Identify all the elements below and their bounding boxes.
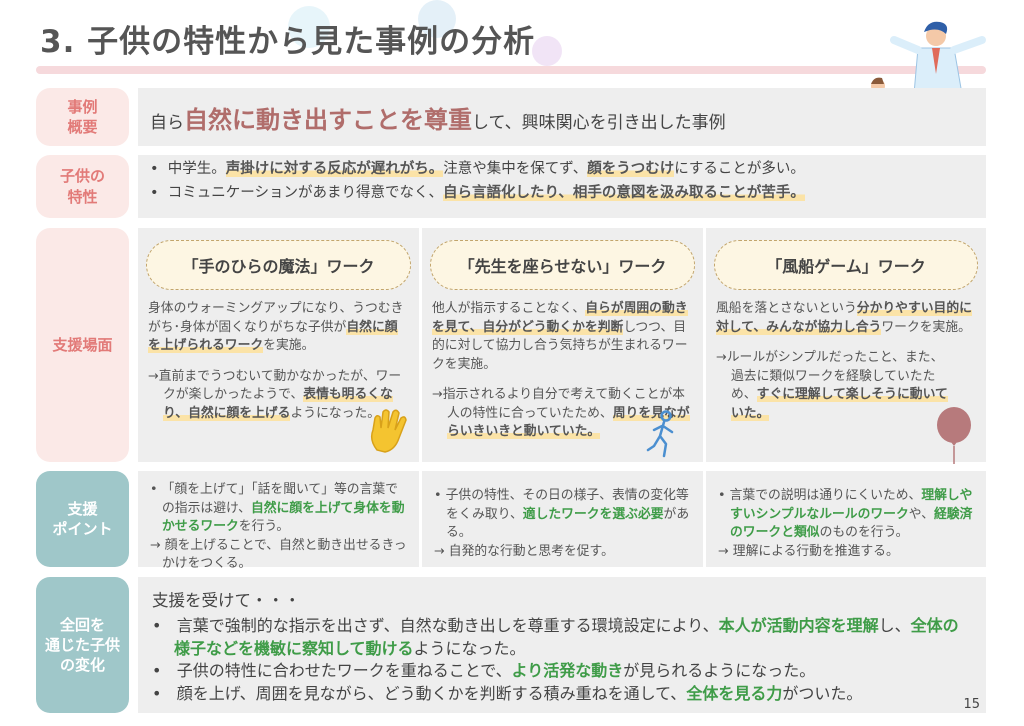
support-point-1: • 「顔を上げて」「話を聞いて」等の言葉での指示は避け、自然に顔を上げて身体を動… xyxy=(138,471,419,571)
row-label-gaiyou: 事例 概要 xyxy=(36,88,129,146)
row-label-tokusei: 子供の 特性 xyxy=(36,155,129,218)
scene-column-2: 「先生を座らせない」ワーク 他人が指示することなく、自らが周囲の動きを見て、自分… xyxy=(422,228,703,462)
row-label-henka: 全回を 通じた子供 の変化 xyxy=(36,577,129,713)
scene-column-3: 「風船ゲーム」ワーク 風船を落とさないという分かりやすい目的に対して、みんなが協… xyxy=(706,228,986,464)
title-underline xyxy=(36,66,986,74)
gaiyou-text: 自ら自然に動き出すことを尊重して、興味関心を引き出した事例 xyxy=(150,105,726,134)
henka-bullet-2: • 子供の特性に合わせたワークを重ねることで、より活発な動きが見られるようになっ… xyxy=(152,661,816,681)
page-title: 3. 子供の特性から見た事例の分析 xyxy=(40,24,536,60)
waving-hand-icon xyxy=(370,409,407,453)
henka-bullet-1: • 言葉で強制的な指示を出さず、自然な動き出しを尊重する環境設定により、本人が活… xyxy=(152,616,959,658)
work-title-2: 「先生を座らせない」ワーク xyxy=(430,240,695,290)
balloon-icon xyxy=(937,407,971,464)
henka-bullet-3: • 顔を上げ、周囲を見ながら、どう動くかを判断する積み重ねを通して、全体を見る力… xyxy=(152,684,863,704)
scene-body-3: 風船を落とさないという分かりやすい目的に対して、みんなが協力し合うワークを実施。… xyxy=(716,301,972,421)
henka-panel: 支援を受けて・・・ • 言葉で強制的な指示を出さず、自然な動き出しを尊重する環境… xyxy=(138,577,986,713)
tokusei-bullet-1: • 中学生。声掛けに対する反応が遅れがち。注意や集中を保てず、顔をうつむけにする… xyxy=(150,161,805,177)
scene-column-1: 「手のひらの魔法」ワーク 身体のウォーミングアップになり、うつむきがち･身体が固… xyxy=(138,228,419,462)
support-point-2: • 子供の特性、その日の様子、表情の変化等をくみ取り、適したワークを選ぶ必要があ… xyxy=(422,471,703,567)
tokusei-bullet-2: • コミュニケーションがあまり得意でなく、自ら言語化したり、相手の意図を汲み取る… xyxy=(150,184,805,201)
scene-body-2: 他人が指示することなく、自らが周囲の動きを見て、自分がどう動くかを判断しつつ、目… xyxy=(432,301,690,440)
page-number: 15 xyxy=(963,697,980,712)
support-point-3: • 言葉での説明は通りにくいため、理解しやすいシンプルなルールのワークや、経験済… xyxy=(706,471,986,567)
decor-bubble xyxy=(288,6,330,48)
gaiyou-emphasis: 自然に動き出すことを尊重 xyxy=(184,105,472,134)
row-label-point: 支援 ポイント xyxy=(36,471,129,567)
work-title-1: 「手のひらの魔法」ワーク xyxy=(146,240,411,290)
scene-body-1: 身体のウォーミングアップになり、うつむきがち･身体が固くなりがちな子供が自然に顔… xyxy=(148,301,404,421)
work-title-3: 「風船ゲーム」ワーク xyxy=(714,240,978,290)
row-label-bamen: 支援場面 xyxy=(36,228,129,462)
decor-bubble xyxy=(532,36,562,66)
tokusei-panel: • 中学生。声掛けに対する反応が遅れがち。注意や集中を保てず、顔をうつむけにする… xyxy=(138,155,986,218)
walking-person-icon xyxy=(646,410,674,458)
gaiyou-panel: 自ら自然に動き出すことを尊重して、興味関心を引き出した事例 xyxy=(138,88,986,146)
henka-intro: 支援を受けて・・・ xyxy=(152,591,301,610)
decor-bubble xyxy=(418,0,456,38)
